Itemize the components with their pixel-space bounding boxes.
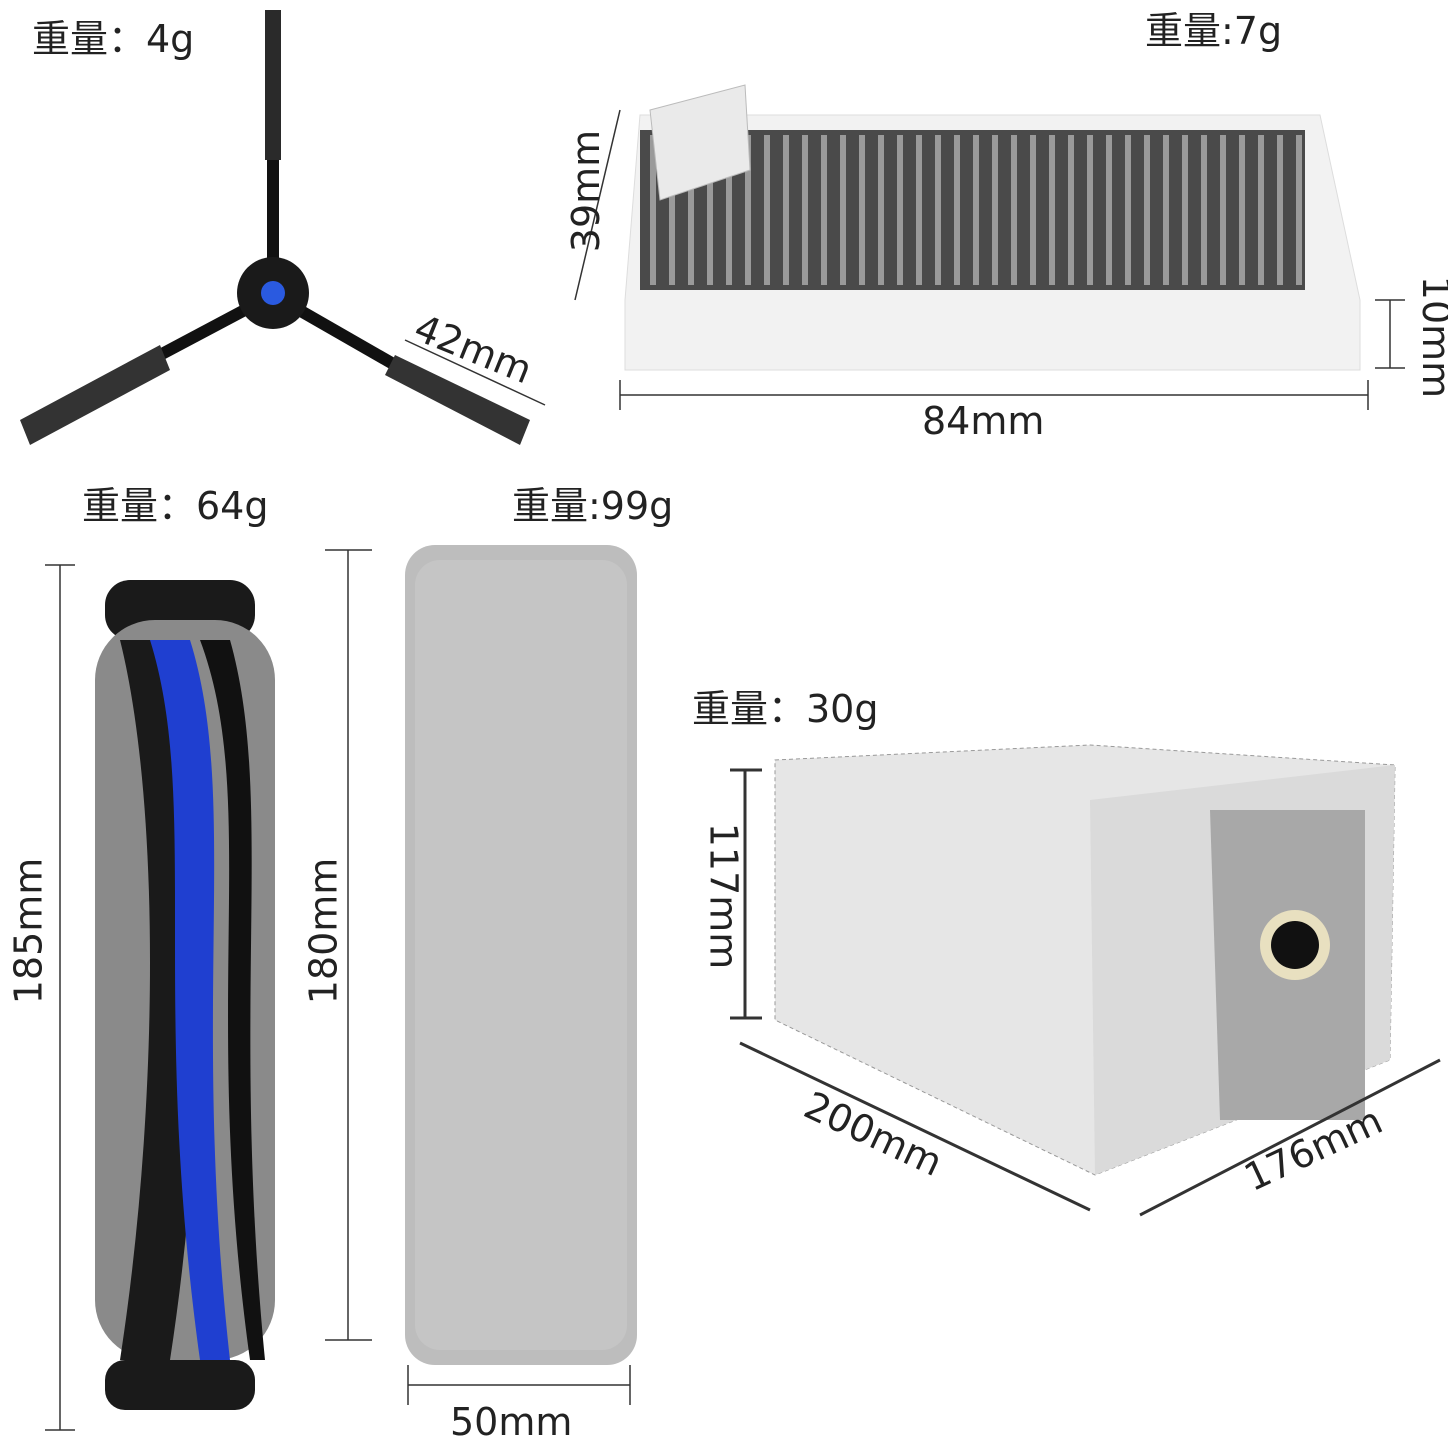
- filter-pleat: [1087, 135, 1093, 285]
- filter-depth: 10mm: [1414, 275, 1448, 399]
- filter-pleat: [783, 135, 789, 285]
- filter-pleat: [954, 135, 960, 285]
- filter-pleat: [745, 135, 751, 285]
- filter-pleat: [840, 135, 846, 285]
- filter-pleat: [802, 135, 808, 285]
- filter-pleat: [1277, 135, 1283, 285]
- filter-pleat: [973, 135, 979, 285]
- dust-bag-weight: 重量：30g: [692, 687, 879, 731]
- filter-pleat: [1068, 135, 1074, 285]
- filter-pleat: [1201, 135, 1207, 285]
- dust-bag-height: 117mm: [701, 822, 746, 970]
- filter-pleat: [935, 135, 941, 285]
- dimension-lines: [45, 109, 1441, 1431]
- filter-pleat: [1239, 135, 1245, 285]
- filter-pleat: [897, 135, 903, 285]
- mop-roller-image: [405, 545, 637, 1365]
- filter-pleat: [669, 135, 675, 285]
- filter-pleat: [1011, 135, 1017, 285]
- filter-pleat: [1258, 135, 1264, 285]
- filter-pleat: [1125, 135, 1131, 285]
- filter-width: 84mm: [922, 399, 1045, 443]
- filter-pleat: [764, 135, 770, 285]
- dust-bag-image: [774, 744, 1396, 1176]
- filter-weight: 重量:7g: [1145, 9, 1283, 53]
- filter-height: 39mm: [564, 129, 609, 253]
- main-brush-length: 185mm: [6, 857, 51, 1005]
- filter-pleat: [1182, 135, 1188, 285]
- filter-pleat: [878, 135, 884, 285]
- filter-pleat: [916, 135, 922, 285]
- filter-pleat: [1220, 135, 1226, 285]
- mop-roller-weight: 重量:99g: [512, 484, 674, 528]
- filter-pleat: [1144, 135, 1150, 285]
- filter-pleat: [859, 135, 865, 285]
- filter-pleat: [1106, 135, 1112, 285]
- filter-pleat: [707, 135, 713, 285]
- filter-pleat: [821, 135, 827, 285]
- side-brush-weight: 重量：4g: [32, 17, 195, 61]
- filter-pleat: [726, 135, 732, 285]
- mop-roller-length: 180mm: [301, 857, 346, 1005]
- side-brush-image: [20, 10, 530, 445]
- filter-pleat: [688, 135, 694, 285]
- filter-pleat: [1163, 135, 1169, 285]
- filter-pleat: [1049, 135, 1055, 285]
- main-brush-image: [95, 580, 275, 1410]
- mop-roller-diameter: 50mm: [450, 1400, 573, 1444]
- filter-pleat: [992, 135, 998, 285]
- filter-image: [624, 84, 1361, 371]
- filter-pleat: [1030, 135, 1036, 285]
- filter-pleat: [650, 135, 656, 285]
- main-brush-weight: 重量：64g: [82, 484, 269, 528]
- filter-pleat: [1296, 135, 1302, 285]
